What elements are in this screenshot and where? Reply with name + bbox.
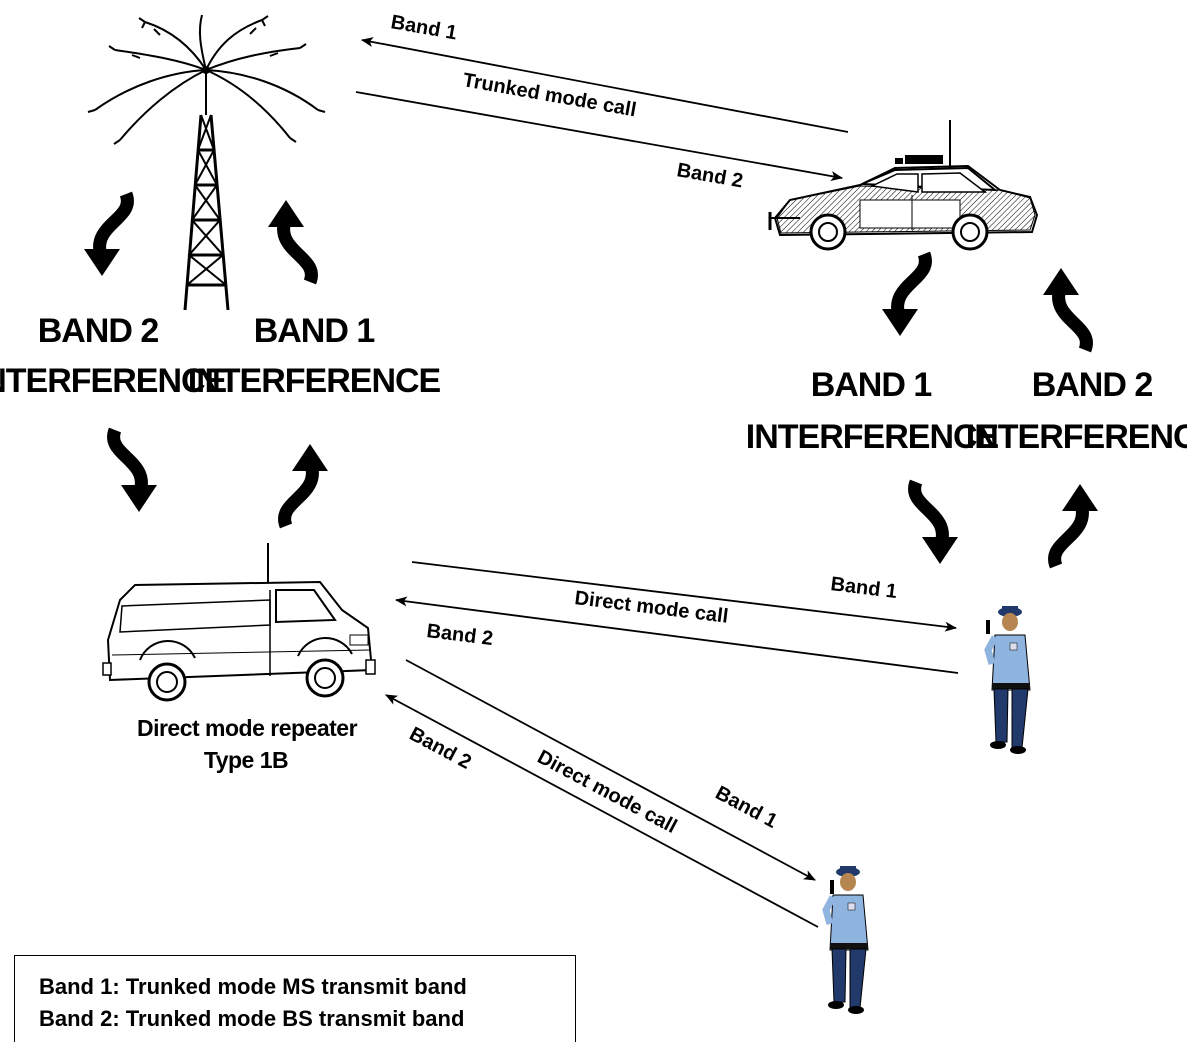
tower-left-interference-line1: BAND 2 <box>38 312 159 350</box>
curly-arrow-up-icon <box>268 200 311 282</box>
dmr-ms1-band2-label: Band 2 <box>425 620 494 650</box>
bs-ms-band1-line <box>361 37 849 133</box>
dmr-ms1-band1-line <box>411 561 957 632</box>
repeater-caption-line1: Direct mode repeater <box>137 715 358 741</box>
bs-ms-band2-line <box>355 91 843 182</box>
curly-arrow-down-icon <box>915 482 958 564</box>
curly-arrow-up-icon <box>1043 268 1086 350</box>
curly-arrow-down-icon <box>84 194 127 276</box>
legend-band2: Band 2: Trunked mode BS transmit band <box>39 1006 465 1031</box>
bs-ms-band1-label: Band 1 <box>389 11 458 44</box>
curly-arrow-down-icon <box>114 430 157 512</box>
legend-band1: Band 1: Trunked mode MS transmit band <box>39 974 467 999</box>
dmr-ms2-band2-label: Band 2 <box>406 723 475 774</box>
curly-arrow-down-icon <box>882 254 925 336</box>
car-right-interference-line1: BAND 2 <box>1032 366 1153 404</box>
dmr-ms1-band2-line <box>395 596 959 674</box>
car-left-interference-line1: BAND 1 <box>811 366 932 404</box>
car-left-interference-line2: INTERFERENCE <box>746 418 999 456</box>
police-officer-2-icon <box>822 866 869 1014</box>
curly-arrow-up-icon <box>285 444 328 526</box>
curly-arrow-up-icon <box>1055 484 1098 566</box>
bs-ms-call-label: Trunked mode call <box>461 69 638 121</box>
police-officer-1-icon <box>984 606 1031 754</box>
repeater-caption-line2: Type 1B <box>204 747 288 773</box>
bs-ms-band2-label: Band 2 <box>675 159 744 192</box>
dmr-ms2-call-label: Direct mode call <box>534 746 681 838</box>
tower-left-interference-line2: INTERFERENCE <box>0 362 227 400</box>
car-right-interference-line2: INTERFERENCE <box>966 418 1187 456</box>
dmr-ms2-band1-label: Band 1 <box>712 782 781 833</box>
base-station-tower-icon <box>87 14 326 311</box>
repeater-van-icon <box>102 543 376 702</box>
dmr-ms2-band1-line <box>405 659 816 881</box>
tower-right-interference-line1: BAND 1 <box>254 312 375 350</box>
dmr-ms2-band2-line <box>385 694 819 928</box>
dmr-ms1-call-label: Direct mode call <box>573 587 729 628</box>
police-car-icon <box>768 120 1039 251</box>
dmr-ms1-band1-label: Band 1 <box>829 573 898 603</box>
tower-right-interference-line2: INTERFERENCE <box>188 362 441 400</box>
legend-box: Band 1: Trunked mode MS transmit band Ba… <box>14 955 576 1042</box>
